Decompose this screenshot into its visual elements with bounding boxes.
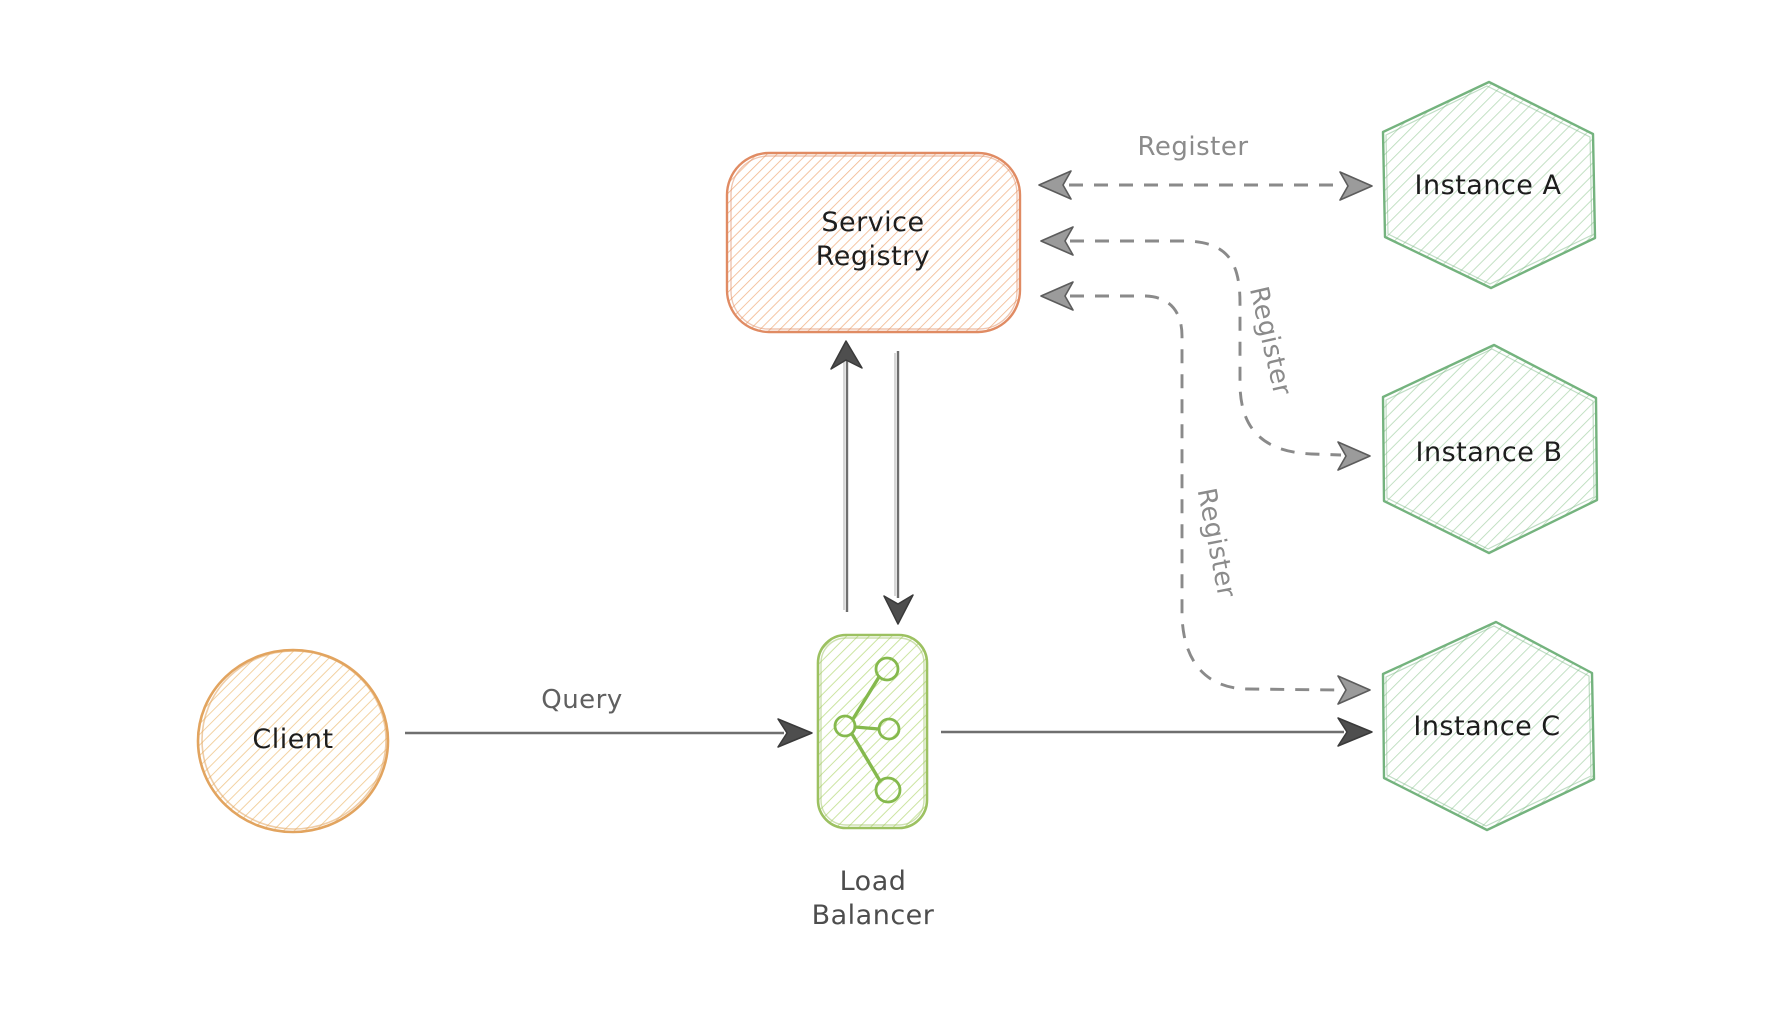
register-c-arrow (1040, 281, 1371, 705)
share-network-icon (833, 656, 902, 804)
instance-c-node-shape (1381, 620, 1596, 832)
client-node-shape (196, 648, 390, 834)
instance-a-node-shape (1381, 80, 1597, 290)
query-arrow (405, 718, 813, 748)
register-a-arrow (1038, 170, 1373, 201)
service-registry-node-shape (725, 151, 1022, 334)
registry-to-lb-arrow (883, 351, 914, 625)
register-b-arrow (1040, 226, 1371, 471)
load-balancer-node-shape (816, 633, 929, 830)
lb-to-instance-c-arrow (941, 717, 1373, 747)
instance-b-node-shape (1381, 343, 1599, 555)
lb-to-registry-arrow (830, 340, 863, 612)
